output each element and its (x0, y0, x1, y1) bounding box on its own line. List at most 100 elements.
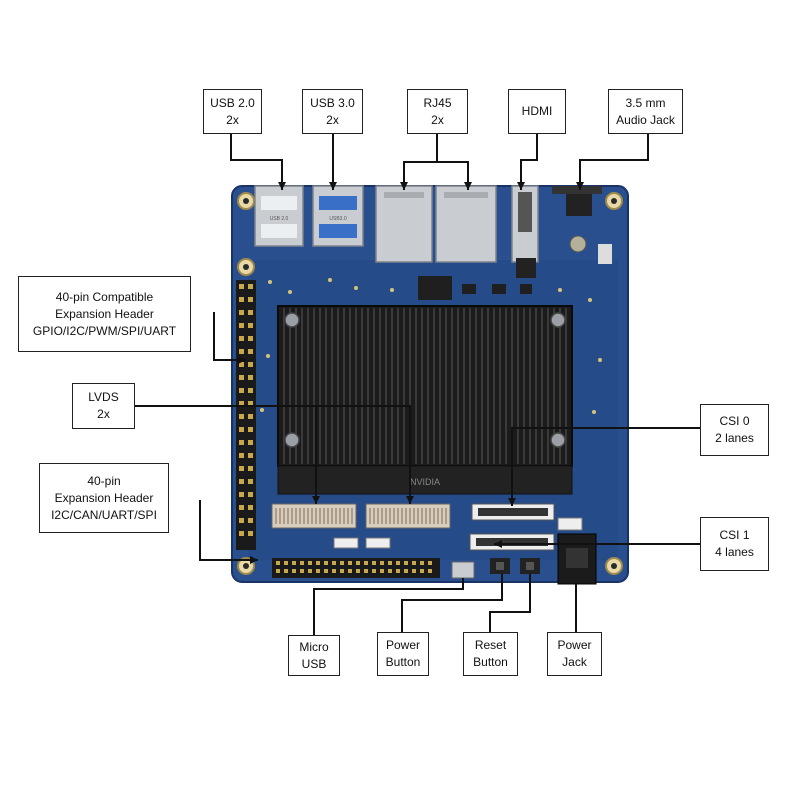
header-pin (300, 569, 304, 573)
header-pin (412, 561, 416, 565)
header-pin (404, 561, 408, 565)
header-pin (248, 427, 253, 432)
header-pin (248, 401, 253, 406)
label-micro-usb: Micro USB (288, 635, 340, 676)
header-pin (412, 569, 416, 573)
micro-usb-line2: USB (301, 656, 327, 671)
header-pin (276, 569, 280, 573)
label-40pin-compatible: 40-pin Compatible Expansion Header GPIO/… (18, 276, 191, 352)
header-pin (248, 453, 253, 458)
power-button-line1: Power (385, 638, 420, 652)
micro-usb-port (451, 561, 475, 579)
exp40-compat-subtitle: Expansion Header (55, 306, 154, 321)
label-lvds: LVDS 2x (72, 383, 135, 429)
exp40-protocols: I2C/CAN/UART/SPI (51, 507, 157, 522)
lvds-count: 2x (97, 407, 110, 421)
header-pin (332, 561, 336, 565)
header-pin (404, 569, 408, 573)
exp40-compat-title: 40-pin Compatible (55, 289, 154, 304)
header-pin (239, 518, 244, 523)
header-pin (248, 310, 253, 315)
label-power-jack: Power Jack (547, 632, 602, 676)
header-pin (239, 310, 244, 315)
header-pin (372, 569, 376, 573)
header-pin (248, 505, 253, 510)
header-pin (239, 414, 244, 419)
header-pin (308, 561, 312, 565)
header-pin (324, 561, 328, 565)
header-pin (332, 569, 336, 573)
header-pin (239, 401, 244, 406)
csi1-title: CSI 1 (719, 528, 750, 542)
header-pin (239, 375, 244, 380)
rj45-title: RJ45 (423, 95, 452, 110)
header-pin (420, 561, 424, 565)
header-pin (239, 531, 244, 536)
header-pin (420, 569, 424, 573)
header-pin (239, 349, 244, 354)
header-pin (308, 569, 312, 573)
header-pin (248, 531, 253, 536)
lvds-connector-1 (271, 503, 357, 529)
usb30-count: 2x (326, 112, 339, 127)
header-pin (396, 569, 400, 573)
header-pin (372, 561, 376, 565)
hdmi-title: HDMI (521, 104, 553, 118)
exp40-compat-protocols: GPIO/I2C/PWM/SPI/UART (32, 323, 177, 338)
header-pin (292, 561, 296, 565)
label-rj45: RJ45 2x (407, 89, 468, 134)
header-pin (356, 561, 360, 565)
header-pin (239, 362, 244, 367)
label-csi1: CSI 1 4 lanes (700, 517, 769, 571)
header-pin (292, 569, 296, 573)
audio-subtitle: Audio Jack (616, 112, 675, 127)
exp40-title: 40-pin (87, 473, 121, 488)
label-usb30: USB 3.0 2x (302, 89, 363, 134)
header-pin (348, 569, 352, 573)
rj45-port-1 (375, 185, 433, 263)
usb20-count: 2x (226, 112, 239, 127)
header-pin (248, 466, 253, 471)
heatsink-silkscreen: NVIDIA (410, 477, 440, 487)
label-csi0: CSI 0 2 lanes (700, 404, 769, 456)
usb30-title: USB 3.0 (310, 95, 355, 110)
header-pin (396, 561, 400, 565)
header-pin (356, 569, 360, 573)
usb20-title: USB 2.0 (210, 95, 255, 110)
header-pin (248, 388, 253, 393)
header-pin (248, 479, 253, 484)
usb20-silkscreen: USB 2.0 (270, 216, 289, 222)
header-pin (364, 561, 368, 565)
header-pin (428, 569, 432, 573)
power-jack-line2: Jack (562, 655, 587, 669)
header-pin (239, 479, 244, 484)
micro-usb-line1: Micro (299, 639, 329, 654)
csi0-lanes: 2 lanes (715, 431, 754, 445)
label-hdmi: HDMI (508, 89, 566, 134)
label-40pin-expansion: 40-pin Expansion Header I2C/CAN/UART/SPI (39, 463, 169, 533)
module-slot (277, 465, 573, 495)
power-jack-line1: Power (557, 638, 592, 652)
header-pin (324, 569, 328, 573)
header-pin (239, 440, 244, 445)
header-pin (239, 297, 244, 302)
header-pin (316, 569, 320, 573)
lvds-title: LVDS (88, 390, 119, 404)
header-pin (284, 561, 288, 565)
header-pin (276, 561, 280, 565)
header-pin (248, 336, 253, 341)
label-audio-jack: 3.5 mm Audio Jack (608, 89, 683, 134)
header-pin (428, 561, 432, 565)
header-pin (248, 414, 253, 419)
header-pin (340, 569, 344, 573)
header-pin (388, 569, 392, 573)
reset-button-line1: Reset (474, 638, 507, 652)
rj45-port-2 (435, 185, 497, 263)
exp40-subtitle: Expansion Header (54, 490, 154, 505)
header-pin (239, 492, 244, 497)
header-pin (239, 284, 244, 289)
label-power-button: Power Button (377, 632, 429, 676)
header-pin (316, 561, 320, 565)
header-pin (248, 297, 253, 302)
